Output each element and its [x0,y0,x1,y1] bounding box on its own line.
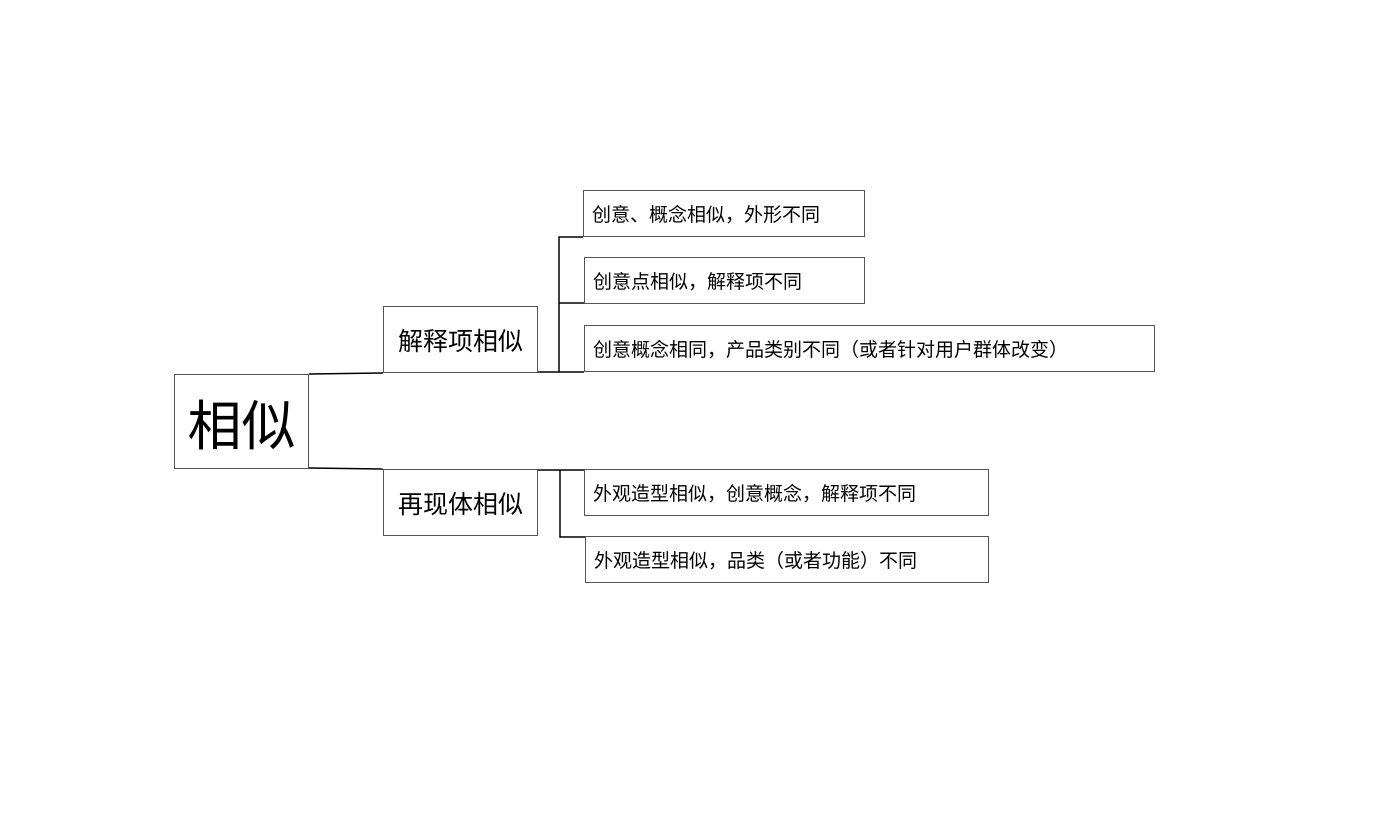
leaf-node: 创意点相似，解释项不同 [584,257,865,304]
leaf-label: 创意点相似，解释项不同 [593,271,803,293]
leaf-node: 创意概念相同，产品类别不同（或者针对用户群体改变） [584,325,1155,372]
leaf-label: 外观造型相似，创意概念，解释项不同 [593,483,917,505]
root-label: 相似 [187,395,296,458]
connector-branch1-leaves [538,236,584,373]
connector-root-branch2 [308,467,384,470]
branch-node-representamen: 再现体相似 [383,469,538,536]
branch-node-interpretant: 解释项相似 [383,306,538,373]
leaf-label: 创意、概念相似，外形不同 [592,204,821,226]
leaf-node: 外观造型相似，创意概念，解释项不同 [584,469,989,516]
root-node: 相似 [174,374,309,469]
branch-label: 解释项相似 [397,326,523,356]
branch-label: 再现体相似 [397,489,523,519]
leaf-label: 外观造型相似，品类（或者功能）不同 [594,550,918,572]
leaf-node: 创意、概念相似，外形不同 [583,190,865,237]
leaf-node: 外观造型相似，品类（或者功能）不同 [585,536,989,583]
connector-root-branch1 [308,372,384,375]
connector-branch2-leaves [538,469,585,538]
leaf-label: 创意概念相同，产品类别不同（或者针对用户群体改变） [593,339,1069,361]
